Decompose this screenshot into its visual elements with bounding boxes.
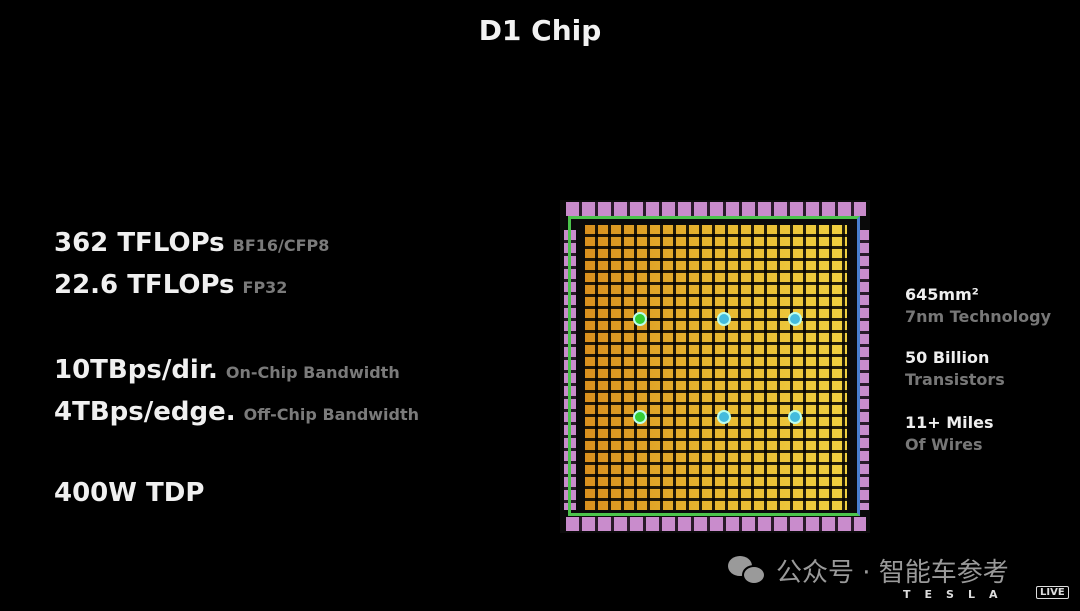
chip-ring [568,216,860,516]
tesla-logo: TESLA [903,588,1012,601]
node-marker [717,410,731,424]
spec-tdp: 400W TDP [54,478,205,508]
slide-title: D1 Chip [478,14,602,47]
watermark: 公众号 · 智能车参考 [776,558,1009,588]
io-pads-right [857,230,869,510]
chip-core-grid [585,225,847,510]
io-pads-top [566,202,866,216]
live-badge: LIVE [1036,586,1069,599]
node-marker [788,312,802,326]
spec-onchip: 10TBps/dir.On-Chip Bandwidth [54,355,400,385]
node-marker [633,312,647,326]
io-pads-bottom [566,517,866,531]
wechat-icon [728,556,768,586]
node-marker [788,410,802,424]
spec-offchip: 4TBps/edge.Off-Chip Bandwidth [54,397,420,427]
node-marker [633,410,647,424]
node-marker [717,312,731,326]
d1-chip-image [560,200,870,533]
